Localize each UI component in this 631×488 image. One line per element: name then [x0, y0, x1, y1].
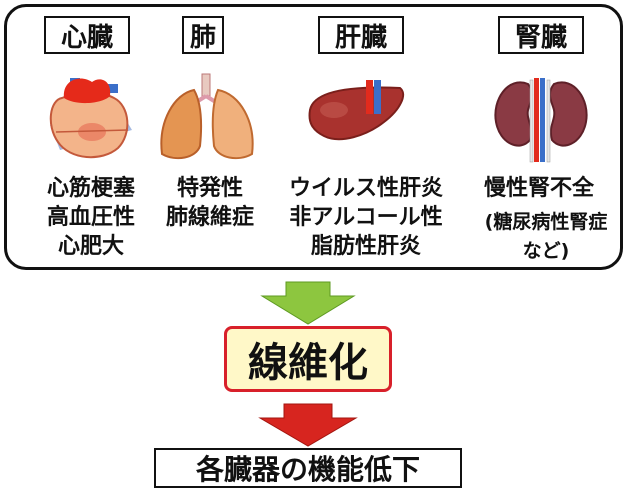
organ-label-lung: 肺	[182, 16, 224, 54]
heart-diseases: 心筋梗塞 高血圧性 心肥大	[18, 174, 164, 261]
disease-line: 心肥大	[57, 234, 124, 259]
red-down-arrow-icon	[258, 403, 358, 447]
kidney-diseases: 慢性腎不全	[466, 174, 612, 203]
disease-line: 肺線維症	[165, 205, 254, 230]
note-line: など)	[522, 240, 570, 262]
kidney-note: (糖尿病性腎症 など)	[466, 208, 626, 266]
note-line: (糖尿病性腎症	[484, 211, 608, 233]
liver-diseases: ウイルス性肝炎 非アルコール性 脂肪性肝炎	[270, 174, 462, 261]
disease-line: 特発性	[176, 176, 243, 201]
kidney-icon	[494, 78, 588, 163]
outcome-box: 各臓器の機能低下	[154, 448, 462, 488]
lung-icon	[160, 73, 254, 160]
disease-line: 高血圧性	[46, 205, 135, 230]
disease-line: 脂肪性肝炎	[310, 234, 421, 259]
disease-line: 心筋梗塞	[46, 176, 135, 201]
disease-line: 慢性腎不全	[483, 176, 594, 201]
disease-line: ウイルス性肝炎	[288, 176, 443, 201]
fibrosis-box: 線維化	[224, 326, 392, 392]
heart-icon	[49, 78, 132, 159]
green-down-arrow-icon	[260, 281, 356, 325]
organ-label-liver: 肝臓	[318, 16, 404, 54]
organ-label-heart: 心臓	[44, 16, 130, 54]
lung-diseases: 特発性 肺線維症	[150, 174, 270, 232]
organ-label-kidney: 腎臓	[498, 16, 584, 54]
disease-line: 非アルコール性	[289, 205, 443, 230]
liver-icon	[308, 80, 405, 141]
